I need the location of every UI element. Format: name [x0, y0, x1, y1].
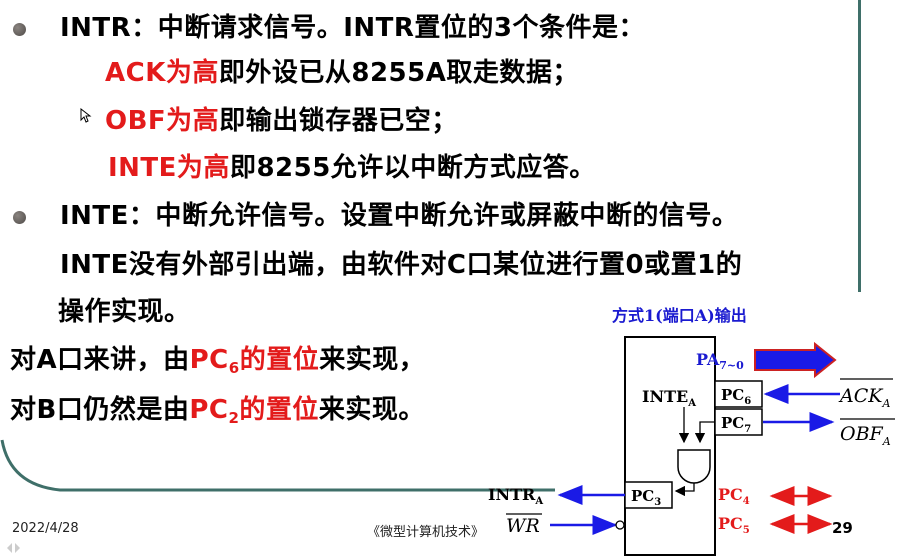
- pa-text: PA: [696, 350, 720, 369]
- intr-label: INTRA: [488, 485, 543, 507]
- footer-course-title: 《微型计算机技术》: [367, 525, 485, 540]
- pc4-sub: 4: [743, 496, 750, 507]
- condition-obf-text: 即输出锁存器已空；: [219, 106, 458, 136]
- obf-text: OBF: [840, 423, 884, 445]
- port-a-suffix: 来实现，: [319, 345, 426, 375]
- inte-label: INTEA: [642, 387, 696, 409]
- port-b-suffix: 来实现。: [318, 395, 425, 425]
- port-a-pc6: PC6的置位: [189, 345, 320, 377]
- port-b-text: 对B口仍然是由PC2的置位来实现。: [10, 395, 425, 433]
- chip-8255-box: [624, 336, 716, 556]
- intr-sub: A: [534, 496, 543, 507]
- port-a-set: 的置位: [239, 345, 320, 375]
- pc7-sub: 7: [744, 424, 751, 435]
- mode1-output-diagram: 方式1(端口A)输出 PA7~0 PC6 PC7 ACKA OBFA INTEA…: [488, 306, 895, 556]
- pc7-to-gate-wire: [694, 421, 715, 444]
- port-b-prefix: 对B口仍然是由: [10, 395, 190, 425]
- condition-inte: INTE为高即8255允许以中断方式应答。: [108, 153, 596, 183]
- obf-sub: A: [882, 435, 891, 448]
- pa-output-arrow: [754, 341, 837, 379]
- pc3-sub: 3: [654, 497, 661, 508]
- pa-label: PA7~0: [696, 350, 744, 372]
- inte-line-1: INTE：中断允许信号。设置中断允许或屏蔽中断的信号。: [60, 201, 739, 231]
- inte-line-3: 操作实现。: [58, 297, 191, 327]
- pc6-box: [714, 380, 763, 408]
- intr-heading: INTR：中断请求信号。INTR置位的3个条件是：: [60, 13, 645, 43]
- pc4-text: PC: [718, 485, 743, 504]
- obf-label: OBFA: [840, 423, 891, 448]
- condition-obf: OBF为高即输出锁存器已空；: [105, 106, 458, 136]
- ack-text: ACK: [838, 385, 884, 407]
- slide-frame-right-line: [858, 0, 861, 292]
- pc6-text: PC: [721, 386, 744, 404]
- bullet-icon: [13, 23, 26, 36]
- condition-inte-emphasis: INTE为高: [108, 153, 230, 183]
- pc5-label: PC5: [718, 514, 750, 536]
- inte-line-2: INTE没有外部引出端，由软件对C口某位进行置0或置1的: [60, 250, 743, 280]
- port-b-sub: 2: [228, 409, 240, 427]
- intr-text: INTR: [488, 485, 536, 504]
- inte-text: INTE: [642, 387, 688, 406]
- pc6-label: PC6: [721, 386, 751, 407]
- nav-arrows-icon[interactable]: [6, 542, 32, 554]
- pc7-text: PC: [721, 414, 744, 432]
- ack-label: ACKA: [838, 385, 890, 410]
- pc3-label: PC3: [631, 487, 661, 508]
- pc7-label: PC7: [721, 414, 751, 435]
- port-a-text: 对A口来讲，由PC6的置位来实现，: [10, 345, 425, 383]
- pc7-box: [714, 408, 763, 436]
- pc4-label: PC4: [718, 485, 750, 507]
- gate-to-pc3-wire: [674, 483, 695, 497]
- page-number: 29: [832, 519, 853, 537]
- pa-sub: 7~0: [719, 359, 744, 372]
- condition-ack: ACK为高即外设已从8255A取走数据；: [105, 58, 579, 88]
- pc3-text: PC: [631, 487, 654, 505]
- condition-ack-text: 即外设已从8255A取走数据；: [218, 58, 579, 88]
- diagram-title: 方式1(端口A)输出: [612, 306, 747, 325]
- and-gate-symbol: [677, 449, 711, 484]
- port-b-pc: PC: [189, 395, 229, 425]
- bullet-icon: [13, 211, 26, 224]
- port-a-prefix: 对A口来讲，由: [10, 345, 190, 375]
- pc6-sub: 6: [744, 396, 751, 407]
- pc5-text: PC: [718, 514, 743, 533]
- port-b-pc2: PC2的置位: [189, 395, 319, 427]
- footer-date: 2022/4/28: [12, 521, 79, 536]
- port-a-pc: PC: [189, 345, 229, 375]
- wr-label: WR: [506, 515, 540, 537]
- pc5-sub: 5: [743, 525, 750, 536]
- port-b-set: 的置位: [239, 395, 319, 425]
- slide-frame-curve: [0, 439, 555, 492]
- wr-inversion-bubble: [615, 520, 625, 530]
- condition-ack-emphasis: ACK为高: [105, 58, 219, 88]
- condition-obf-emphasis: OBF为高: [105, 106, 220, 136]
- inte-sub: A: [687, 398, 696, 409]
- ack-sub: A: [881, 397, 890, 410]
- mouse-cursor-icon: [80, 108, 92, 123]
- condition-inte-text: 即8255允许以中断方式应答。: [229, 153, 596, 183]
- port-a-sub: 6: [228, 359, 240, 377]
